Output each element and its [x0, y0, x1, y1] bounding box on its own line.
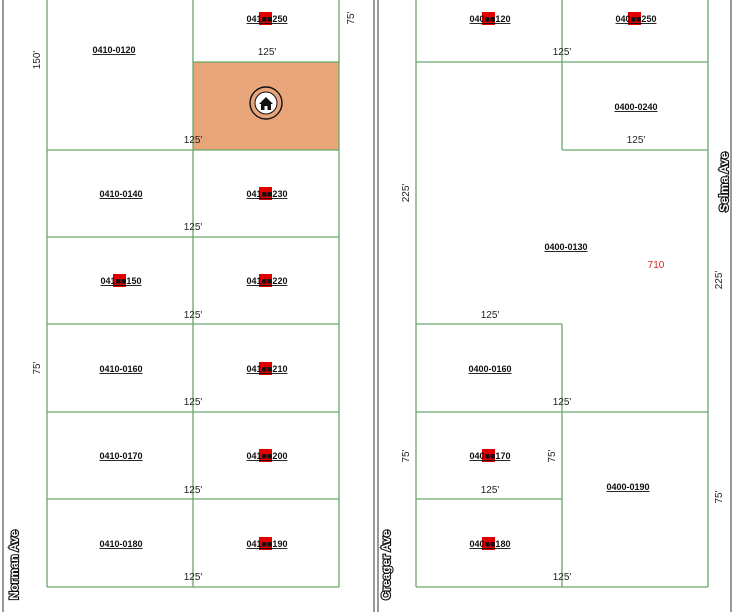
street-label-selma: Selma Ave: [717, 152, 731, 212]
svg-text:125': 125': [627, 135, 646, 146]
parcel-label[interactable]: 0410-0180: [99, 539, 142, 549]
svg-text:125': 125': [184, 135, 203, 146]
street-label-norman: Norman Ave: [7, 530, 21, 600]
address-number: 710: [648, 260, 665, 271]
parcel-label[interactable]: 040■■180: [470, 539, 511, 549]
svg-text:125': 125': [481, 485, 500, 496]
parcel-label[interactable]: 041■■230: [247, 189, 288, 199]
parcel-label[interactable]: 041■■210: [247, 364, 288, 374]
right-block-lines: [415, 0, 709, 588]
home-icon[interactable]: [249, 86, 283, 120]
parcel-label[interactable]: 041■■250: [247, 14, 288, 24]
parcel-label[interactable]: 0400-0240: [614, 102, 657, 112]
svg-text:125': 125': [481, 310, 500, 321]
svg-text:125': 125': [258, 47, 277, 58]
svg-text:75': 75': [401, 449, 412, 462]
parcel-label[interactable]: 040■■170: [470, 451, 511, 461]
right-dimensions: 125' 125' 125' 125' 125' 125' 225' 225' …: [401, 47, 725, 583]
parcel-label[interactable]: 0400-0190: [606, 482, 649, 492]
street-label-creager: Creager Ave: [379, 530, 393, 600]
svg-text:125': 125': [553, 397, 572, 408]
svg-text:75': 75': [714, 490, 725, 503]
svg-text:75': 75': [547, 449, 558, 462]
redaction-marks: [113, 12, 641, 550]
parcel-label[interactable]: 041■■200: [247, 451, 288, 461]
parcel-label[interactable]: 040■■120: [470, 14, 511, 24]
left-dimensions: 125' 125' 125' 125' 125' 125' 125' 150' …: [32, 11, 357, 583]
parcel-label[interactable]: 0410-0160: [99, 364, 142, 374]
svg-text:75': 75': [32, 361, 43, 374]
svg-text:125': 125': [184, 310, 203, 321]
parcel-label[interactable]: 0400-0130: [544, 242, 587, 252]
svg-text:75': 75': [346, 11, 357, 24]
svg-text:150': 150': [32, 51, 43, 70]
svg-text:125': 125': [184, 572, 203, 583]
svg-text:125': 125': [184, 485, 203, 496]
svg-text:125': 125': [553, 572, 572, 583]
svg-text:125': 125': [184, 397, 203, 408]
svg-text:225': 225': [401, 184, 412, 203]
parcel-label[interactable]: 0410-0170: [99, 451, 142, 461]
parcel-label[interactable]: 041■■150: [101, 276, 142, 286]
parcel-label[interactable]: 041■■220: [247, 276, 288, 286]
parcel-label[interactable]: 041■■190: [247, 539, 288, 549]
parcel-label[interactable]: 0410-0120: [92, 45, 135, 55]
left-block-lines: [46, 0, 340, 588]
parcel-label[interactable]: 0400-0160: [468, 364, 511, 374]
parcel-label[interactable]: 0410-0140: [99, 189, 142, 199]
parcel-label[interactable]: 040■■250: [616, 14, 657, 24]
svg-text:225': 225': [714, 271, 725, 290]
svg-text:125': 125': [184, 222, 203, 233]
svg-text:125': 125': [553, 47, 572, 58]
